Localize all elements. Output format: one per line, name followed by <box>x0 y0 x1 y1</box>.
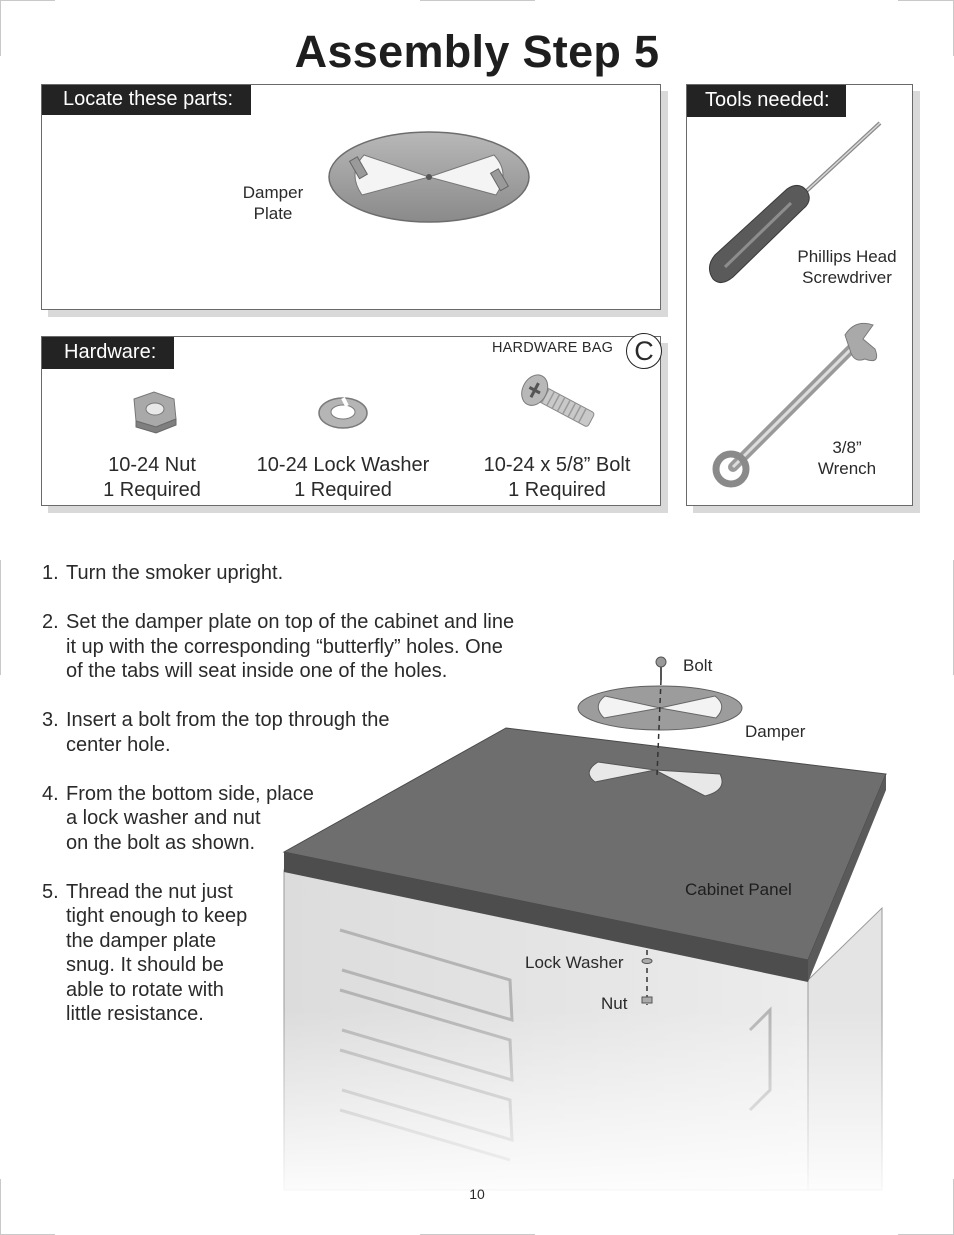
diagram-label-cabinet-panel: Cabinet Panel <box>685 880 792 899</box>
step-text: able to rotate with <box>66 978 224 1001</box>
parts-panel: Locate these parts: Damper Plate <box>41 84 661 310</box>
step-text: snug. It should be <box>66 954 224 976</box>
hardware-bag-letter: C <box>626 333 662 369</box>
step-text: the damper plate <box>66 929 217 952</box>
bolt-icon <box>521 374 595 427</box>
phillips-screwdriver-icon <box>709 121 882 283</box>
nut-qty: 1 Required <box>103 479 201 501</box>
step-text: center hole. <box>66 733 171 756</box>
step-number: 2. <box>42 611 59 633</box>
step-text: little resistance. <box>66 1003 204 1025</box>
lock-washer-icon <box>318 397 368 429</box>
step-text: on the bolt as shown. <box>66 831 256 854</box>
crop-mark <box>0 0 55 1</box>
instruction-step: 4. From the bottom side, place a lock wa… <box>42 782 514 856</box>
hardware-panel-header: Hardware: <box>42 337 175 369</box>
wrench-label-line1: 3/8” <box>832 438 862 457</box>
instruction-step: 3. Insert a bolt from the top through th… <box>42 708 514 757</box>
step-number: 1. <box>42 562 59 584</box>
step-text: it up with the corresponding “butterfly”… <box>66 635 503 658</box>
screwdriver-label-line1: Phillips Head <box>797 247 897 266</box>
diagram-label-lock-washer: Lock Washer <box>525 953 624 972</box>
instructions-list: 1. Turn the smoker upright. 2. Set the d… <box>42 561 514 1051</box>
step-text: of the tabs will seat inside one of the … <box>66 660 448 682</box>
crop-mark <box>0 560 1 675</box>
tools-panel: Tools needed: Phillips Head Screwdriver … <box>686 84 913 506</box>
crop-mark <box>898 0 954 1</box>
tools-panel-header: Tools needed: <box>687 85 846 117</box>
page-title: Assembly Step 5 <box>294 26 660 77</box>
diagram-label-damper: Damper <box>745 722 806 741</box>
instruction-step: 2. Set the damper plate on top of the ca… <box>42 610 514 684</box>
instruction-step: 5. Thread the nut just tight enough to k… <box>42 880 514 1027</box>
step-number: 3. <box>42 709 59 731</box>
parts-panel-header: Locate these parts: <box>42 85 252 115</box>
assembly-diagram <box>250 656 940 1210</box>
step-number: 5. <box>42 880 59 903</box>
lock-washer-name: 10-24 Lock Washer <box>256 454 430 476</box>
screwdriver-label-line2: Screwdriver <box>802 268 892 287</box>
step-number: 4. <box>42 782 59 805</box>
nut-icon <box>133 391 177 434</box>
crop-mark <box>0 0 1 56</box>
diagram-label-bolt: Bolt <box>683 656 713 675</box>
wrench-icon <box>712 322 878 488</box>
nut-name: 10-24 Nut <box>108 454 196 476</box>
bolt-name: 10-24 x 5/8” Bolt <box>483 454 631 476</box>
wrench-label-line2: Wrench <box>817 459 877 478</box>
step-text: a lock washer and nut <box>66 807 261 829</box>
diagram-label-nut: Nut <box>601 994 628 1013</box>
step-text: Insert a bolt from the top through the <box>66 709 390 731</box>
instruction-step: 1. Turn the smoker upright. <box>42 561 514 586</box>
crop-mark <box>420 0 535 1</box>
bolt-qty: 1 Required <box>508 479 606 501</box>
page-number: 10 <box>469 1186 485 1202</box>
hardware-bag-label: HARDWARE BAG <box>492 340 614 356</box>
damper-plate-image <box>328 131 530 223</box>
damper-plate-label-line2: Plate <box>253 204 293 223</box>
damper-plate-label-line1: Damper <box>242 183 304 202</box>
step-text: tight enough to keep <box>66 905 248 927</box>
lock-washer-qty: 1 Required <box>294 479 392 501</box>
step-text: Thread the nut just <box>66 880 233 903</box>
step-text: Set the damper plate on top of the cabin… <box>66 611 515 633</box>
crop-mark <box>0 1179 1 1235</box>
step-text: Turn the smoker upright. <box>66 562 284 584</box>
hardware-panel: Hardware: HARDWARE BAG C 10-24 Nut 1 Req… <box>41 333 662 506</box>
step-text: From the bottom side, place <box>66 782 314 805</box>
